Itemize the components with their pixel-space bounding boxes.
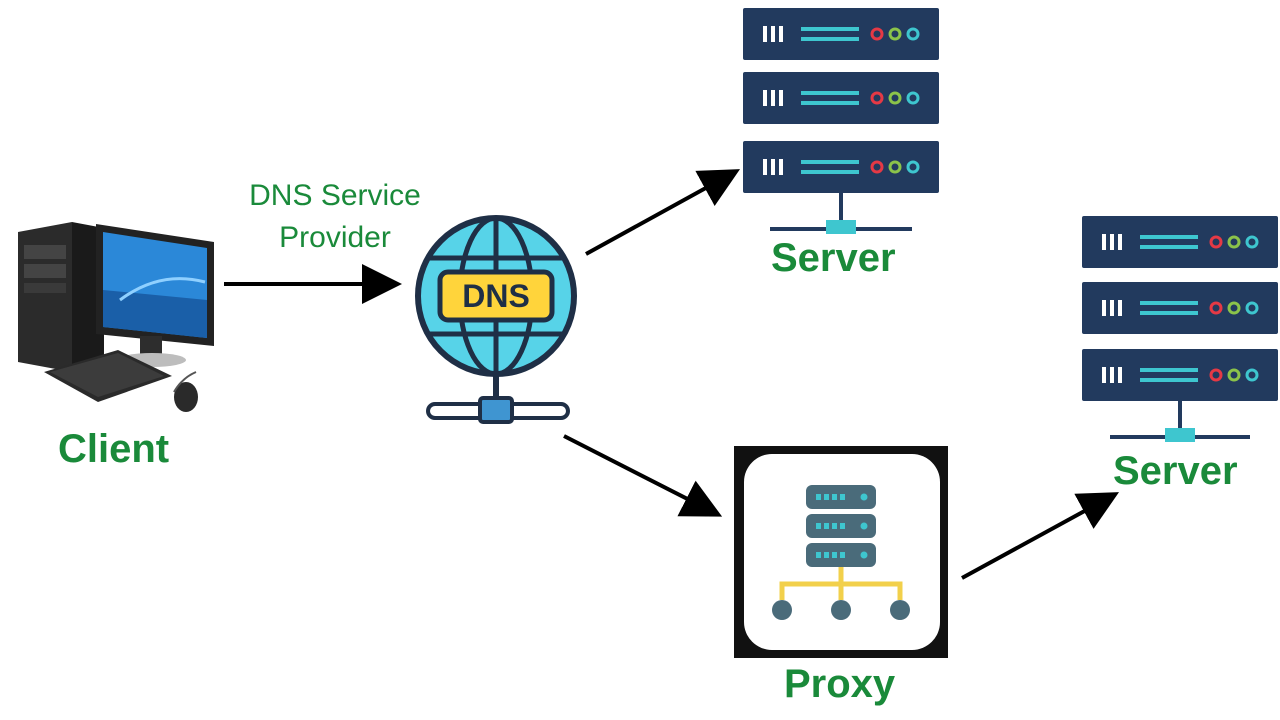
proxy-icon [734, 446, 948, 658]
client-label: Client [58, 427, 170, 471]
arrow-dns-to-server [585, 169, 741, 256]
dns-badge-text: DNS [462, 278, 530, 314]
arrow-proxy-to-server [961, 492, 1120, 580]
dns-caption: DNS Service Provider [230, 175, 440, 259]
dns-caption-line2: Provider [279, 221, 391, 254]
server-right-rack-icon [1080, 214, 1280, 442]
proxy-label: Proxy [784, 662, 896, 706]
arrow-dns-to-proxy [563, 434, 723, 517]
client-computer-icon [18, 222, 214, 412]
server-top-label: Server [771, 236, 896, 280]
dns-globe-icon [415, 215, 577, 424]
server-right-label: Server [1113, 449, 1238, 493]
dns-caption-line1: DNS Service [249, 179, 421, 212]
server-top-rack-icon [741, 6, 941, 234]
